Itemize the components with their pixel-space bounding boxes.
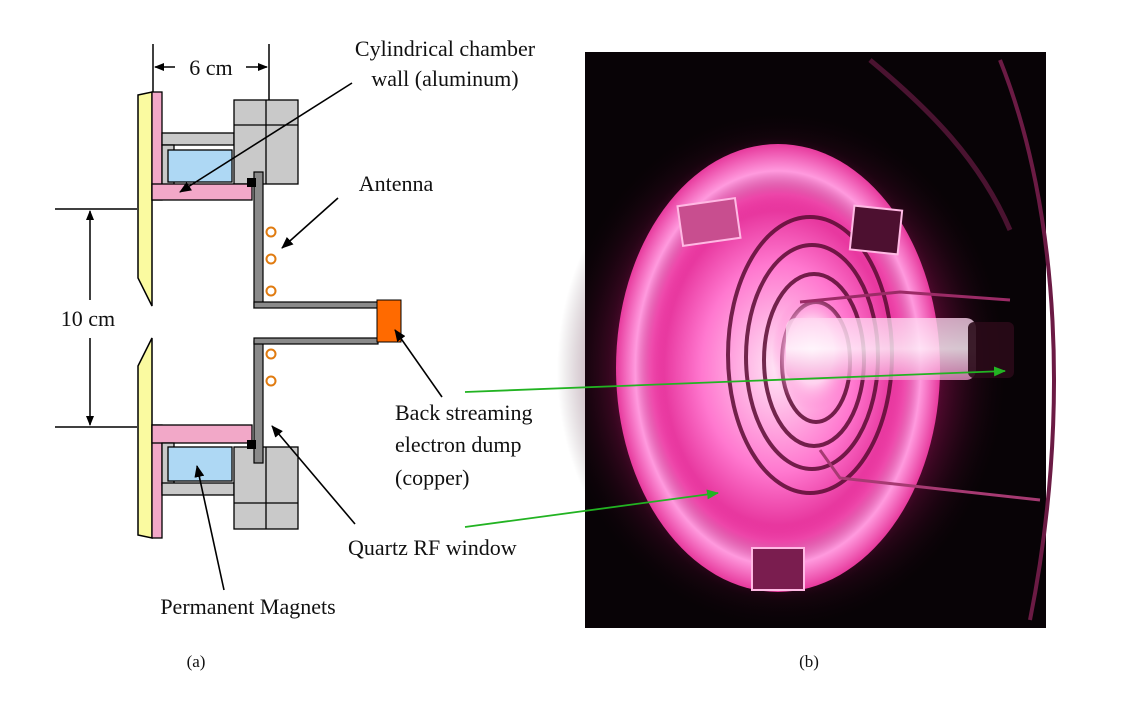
panel-label-a: (a)	[187, 652, 206, 671]
end-plate	[137, 91, 153, 539]
mounting-clamps	[676, 197, 904, 591]
quartz-leader	[271, 425, 356, 525]
bottom-flange-assembly	[151, 424, 299, 539]
height-label: 10 cm	[61, 306, 115, 331]
dump-label-line1: Back streaming	[395, 400, 532, 425]
panel-label-b: (b)	[799, 652, 819, 671]
chamber-leader	[179, 82, 353, 193]
photo-content	[557, 58, 1056, 628]
height-dimension: 10 cm	[55, 208, 137, 428]
dump-leader	[394, 329, 443, 398]
magnets-label: Permanent Magnets	[160, 594, 335, 619]
dump-label-line3: (copper)	[395, 465, 470, 490]
quartz-photo-leader	[464, 489, 719, 528]
antenna-coils	[265, 226, 277, 387]
plasma-photo-panel: (b)	[557, 52, 1056, 671]
antenna-label: Antenna	[359, 171, 434, 196]
antenna-leader	[281, 197, 339, 249]
bottom-chamber-wall	[151, 424, 253, 444]
quartz-label: Quartz RF window	[348, 535, 517, 560]
bottom-magnet	[167, 446, 233, 482]
chamber-label-line2: wall (aluminum)	[371, 66, 518, 91]
chamber-label-line1: Cylindrical chamber	[355, 36, 536, 61]
photo-leaders	[464, 366, 1006, 528]
width-dimension: 6 cm	[152, 44, 270, 150]
top-chamber-wall	[151, 183, 253, 201]
schematic-leaders	[179, 82, 443, 591]
width-label: 6 cm	[189, 55, 232, 80]
dump-label-line2: electron dump	[395, 432, 521, 457]
dump-photo-leader	[464, 366, 1006, 393]
schematic-panel: 6 cm 10 cm	[55, 36, 536, 671]
top-flange-assembly	[151, 91, 299, 201]
copper-dump	[376, 299, 402, 343]
magnet-leader	[194, 465, 225, 591]
electron-dump-schematic	[253, 299, 402, 345]
dump-tube-photo	[786, 318, 976, 380]
